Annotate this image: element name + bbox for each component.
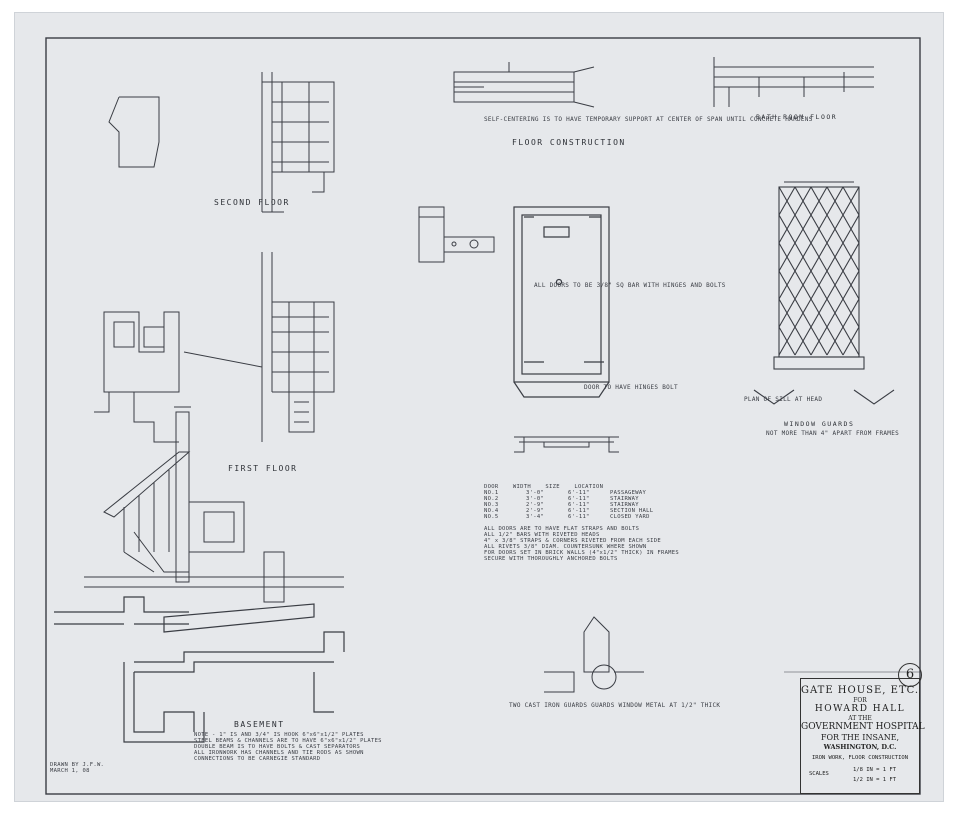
basement-note-3: DOUBLE BEAM IS TO HAVE BOLTS & CAST SEPA… xyxy=(194,744,361,750)
second-floor-plan xyxy=(261,72,335,213)
schedule-header: DOOR WIDTH SIZE LOCATION xyxy=(484,484,680,490)
schedule-note: FOR DOORS SET IN BRICK WALLS (4"x1/2" TH… xyxy=(484,550,680,556)
schedule-col-door: DOOR xyxy=(484,484,499,490)
grille-lattice-bar xyxy=(842,186,860,356)
title-subtitle: IRON WORK, FLOOR CONSTRUCTION xyxy=(811,755,909,761)
title-line-3: HOWARD HALL xyxy=(814,704,906,714)
title-line-1: GATE HOUSE, ETC. xyxy=(801,685,920,696)
schedule-note: SECURE WITH THOROUGHLY ANCHORED BOLTS xyxy=(484,556,618,562)
scale-2: 1/2 IN = 1 FT xyxy=(853,777,897,783)
floor-construction-caption: FLOOR CONSTRUCTION xyxy=(512,138,626,147)
basement-notes: NOTE - 1" IS AND 3/4" IS HOOK 6"x6"x1/2"… xyxy=(194,732,382,762)
basement-note-1: NOTE - 1" IS AND 3/4" IS HOOK 6"x6"x1/2"… xyxy=(194,732,364,738)
grille-lattice-bar xyxy=(810,186,828,356)
knob-detail xyxy=(544,616,644,693)
schedule-cell: STAIRWAY xyxy=(610,496,639,502)
schedule-row: NO.4 2'-9" 6'-11" SECTION HALL xyxy=(484,508,680,514)
bolt-note: DOOR TO HAVE HINGES BOLT xyxy=(584,384,678,391)
schedule-col-width: WIDTH xyxy=(512,484,531,490)
schedule-cell: STAIRWAY xyxy=(610,502,639,508)
drawn-by: DRAWN BY J.F.W. MARCH 1, 08 xyxy=(50,762,104,774)
schedule-cell: SECTION HALL xyxy=(610,508,654,514)
scale-label: SCALES xyxy=(809,771,829,777)
grilles-note: TWO CAST IRON GUARDS GUARDS WINDOW METAL… xyxy=(509,702,721,709)
title-line-4: AT THE xyxy=(848,715,872,722)
schedule-note: ALL DOORS ARE TO HAVE FLAT STRAPS AND BO… xyxy=(484,526,640,532)
second-floor-caption: SECOND FLOOR xyxy=(214,198,290,207)
bath-room-floor-caption: BATH ROOM FLOOR xyxy=(756,113,838,121)
drawing-linework xyxy=(45,37,921,795)
basement-note-4: ALL IRONWORK HAS CHANNELS AND TIE RODS A… xyxy=(194,750,364,756)
schedule-note: ALL 1/2" BARS WITH RIVETED HEADS xyxy=(484,532,600,538)
schedule-cell: 3'-0" xyxy=(526,490,545,496)
schedule-cell: 6'-11" xyxy=(568,508,590,514)
grille-lattice-bar xyxy=(778,186,796,356)
schedule-cell: PASSAGEWAY xyxy=(610,490,647,496)
basement-caption: BASEMENT xyxy=(234,720,285,729)
window-guards-note: NOT MORE THAN 4" APART FROM FRAMES xyxy=(766,430,900,437)
second-floor-outline xyxy=(108,96,160,168)
title-line-6: FOR THE INSANE, xyxy=(820,733,900,742)
title-line-7: WASHINGTON, D.C. xyxy=(823,743,897,751)
first-floor-caption: FIRST FLOOR xyxy=(228,464,298,473)
door-schedule: DOOR WIDTH SIZE LOCATION NO.1 3'-0" 6'-11"… xyxy=(484,484,680,562)
door-note: ALL DOORS TO BE 3/8" SQ BAR WITH HINGES … xyxy=(534,282,726,289)
title-line-5: GOVERNMENT HOSPITAL xyxy=(801,722,925,732)
basement-note-5: CONNECTIONS TO BE CARNEGIE STANDARD xyxy=(194,756,321,762)
title-line-2: FOR xyxy=(853,697,867,704)
schedule-note: 4" x 3/8" STRAPS & CORNERS RIVETED FROM … xyxy=(484,538,661,544)
schedule-cell: CLOSED YARD xyxy=(610,514,650,520)
title-block: GATE HOUSE, ETC. FOR HOWARD HALL AT THE … xyxy=(800,678,925,794)
schedule-note: ALL RIVETS 3/8" DIAM. COUNTERSUNK WHERE … xyxy=(484,544,647,550)
schedule-cell: 6'-11" xyxy=(568,514,590,520)
schedule-cell: NO.4 xyxy=(484,508,499,514)
floor-construction-section xyxy=(453,62,595,108)
schedule-cell: 2'-9" xyxy=(526,508,545,514)
scale-1: 1/8 IN = 1 FT xyxy=(853,767,897,773)
schedule-cell: 3'-0" xyxy=(526,496,545,502)
first-floor-plan-right xyxy=(183,252,335,442)
schedule-cell: NO.2 xyxy=(484,496,499,502)
schedule-cell: 6'-11" xyxy=(568,490,590,496)
schedule-row: NO.5 3'-4" 6'-11" CLOSED YARD xyxy=(484,514,680,520)
schedule-cell: 2'-9" xyxy=(526,502,545,508)
schedule-cell: 3'-4" xyxy=(526,514,545,520)
schedule-cell: NO.5 xyxy=(484,514,499,520)
self-centering-note: SELF-CENTERING IS TO HAVE TEMPORARY SUPP… xyxy=(484,116,813,123)
border-frame xyxy=(45,37,921,795)
window-guard-grille xyxy=(753,181,895,405)
door-elevation xyxy=(513,206,610,398)
schedule-col-size: SIZE xyxy=(545,484,560,490)
basement-note-2: STEEL BEAMS & CHANNELS ARE TO HAVE 6"x6"… xyxy=(194,738,382,744)
hinge-detail xyxy=(418,206,495,263)
schedule-row: NO.3 2'-9" 6'-11" STAIRWAY xyxy=(484,502,680,508)
drawn-by-text: DRAWN BY J.F.W. xyxy=(50,762,105,768)
stair-section xyxy=(84,406,344,603)
sheet-number: 6 xyxy=(898,663,922,687)
schedule-cell: NO.3 xyxy=(484,502,499,508)
schedule-cell: 6'-11" xyxy=(568,502,590,508)
basement-plan xyxy=(54,596,345,743)
schedule-row: NO.1 3'-0" 6'-11" PASSAGEWAY xyxy=(484,490,680,496)
sill-note: PLAN OF SILL AT HEAD xyxy=(744,396,823,403)
window-guards-caption: WINDOW GUARDS xyxy=(784,420,855,428)
bath-room-floor-section xyxy=(713,57,874,107)
grille-lattice-bar xyxy=(794,186,812,356)
schedule-cell: NO.1 xyxy=(484,490,499,496)
schedule-cell: 6'-11" xyxy=(568,496,590,502)
drawing-sheet: SECOND FLOOR FIRST FLOOR BASEMENT FLOOR … xyxy=(14,12,944,802)
door-sill-detail xyxy=(514,436,619,453)
schedule-row: NO.2 3'-0" 6'-11" STAIRWAY xyxy=(484,496,680,502)
schedule-col-location: LOCATION xyxy=(574,484,604,490)
grille-lattice-bar xyxy=(826,186,844,356)
first-floor-plan-left xyxy=(94,311,180,443)
drawn-date: MARCH 1, 08 xyxy=(50,768,90,774)
